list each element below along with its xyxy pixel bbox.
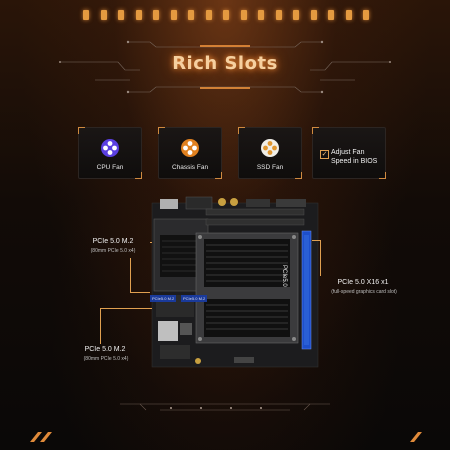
tick-mark bbox=[293, 10, 299, 20]
bios-fan-text: Adjust Fan Speed in BIOS bbox=[331, 149, 377, 166]
bios-line-2: Speed in BIOS bbox=[331, 157, 378, 165]
tick-mark bbox=[83, 10, 89, 20]
tick-mark bbox=[135, 10, 142, 20]
callout-m2-top-line-v bbox=[130, 258, 131, 292]
motherboard-image bbox=[151, 196, 319, 368]
tick-mark bbox=[258, 10, 264, 20]
m2-tag-right: PCIe5.0 M.2 bbox=[181, 295, 208, 302]
tick-mark bbox=[153, 10, 159, 20]
callout-m2-top-title: PCIe 5.0 M.2 bbox=[92, 238, 134, 245]
tick-mark bbox=[275, 10, 282, 20]
bios-fan-card: ✓ Adjust Fan Speed in BIOS bbox=[312, 127, 386, 179]
ssd-fan-icon bbox=[260, 138, 280, 158]
cpu-fan-icon bbox=[100, 138, 120, 158]
bottom-frame-decoration bbox=[30, 403, 422, 442]
callout-m2-bottom-line-v bbox=[100, 308, 101, 344]
page-title: Rich Slots bbox=[172, 53, 278, 74]
bios-line-1: Adjust Fan bbox=[331, 149, 365, 156]
tick-mark bbox=[118, 10, 124, 20]
tick-mark bbox=[100, 10, 107, 20]
tick-mark bbox=[363, 10, 369, 20]
m2-tag-left: PCIe5.0 M.2 bbox=[150, 295, 177, 302]
cpu-fan-card: CPU Fan bbox=[78, 127, 142, 179]
callout-m2-bottom-sub: (80mm PCIe 5.0 x4) bbox=[83, 356, 129, 362]
callout-x16-sub: (full-speed graphics card slot) bbox=[331, 289, 397, 295]
callout-m2-top-line-h bbox=[150, 242, 152, 243]
callout-x16-title: PCIe 5.0 X16 x1 bbox=[337, 279, 389, 286]
chassis-fan-icon bbox=[180, 138, 200, 158]
tick-mark bbox=[205, 10, 212, 20]
ssd-fan-label: SSD Fan bbox=[256, 164, 284, 171]
callout-m2-top-sub: (80mm PCIe 5.0 x4) bbox=[90, 248, 136, 254]
chassis-fan-label: Chassis Fan bbox=[171, 164, 209, 171]
title-frame-decoration bbox=[59, 40, 391, 94]
callout-m2-bottom-line-h bbox=[100, 308, 152, 309]
tick-mark bbox=[170, 10, 177, 20]
top-tick-decoration bbox=[83, 10, 369, 22]
cpu-fan-label: CPU Fan bbox=[96, 164, 124, 171]
callout-m2-top-line-h2 bbox=[130, 292, 150, 293]
tick-mark bbox=[328, 10, 334, 20]
check-icon: ✓ bbox=[320, 150, 329, 159]
ssd-fan-card: SSD Fan bbox=[238, 127, 302, 179]
tick-mark bbox=[188, 10, 194, 20]
tick-mark bbox=[345, 10, 352, 20]
tick-mark bbox=[223, 10, 229, 20]
callout-m2-bottom-title: PCIe 5.0 M.2 bbox=[84, 346, 126, 353]
pcie-slot-label: PCIe5.0 bbox=[281, 265, 287, 287]
tick-mark bbox=[310, 10, 317, 20]
callout-x16-line-v bbox=[320, 240, 321, 276]
callout-x16-line-h bbox=[312, 240, 320, 241]
chassis-fan-card: Chassis Fan bbox=[158, 127, 222, 179]
tick-mark bbox=[240, 10, 247, 20]
